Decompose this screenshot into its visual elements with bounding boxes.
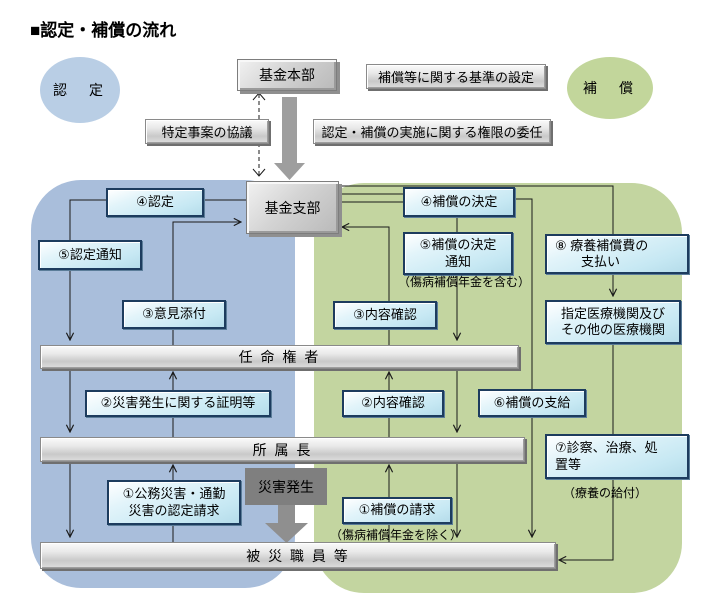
- shitei-iryoukikan-box: 指定医療機関及び その他の医療機関: [545, 300, 681, 344]
- step-naiyou-kakunin3-label: ③内容確認: [333, 301, 437, 329]
- step-nintei-label: ④認定: [106, 188, 204, 217]
- hisai-shokuin-bar: 被 災 職 員 等: [40, 542, 556, 569]
- honbu-to-shibu-thick-arrow: [274, 97, 305, 180]
- step-shinsatsu-label: ⑦診察、治療、処 置等: [545, 434, 689, 479]
- kengen-inin-box: 認定・補償の実施に関する権限の委任: [313, 119, 551, 144]
- step-shinsatsu-line1: ⑦診察、治療、処: [555, 440, 658, 456]
- page-title: ■認定・補償の流れ: [30, 21, 177, 40]
- step-shinsatsu-line2: 置等: [555, 456, 582, 472]
- step-hoshou-shikyuu-label: ⑥補償の支給: [478, 389, 586, 417]
- line-kettei-to-hisai: [511, 198, 532, 537]
- step-kettei-tsuuchi-line2: 通知: [444, 253, 471, 269]
- kikin-honbu-box: 基金本部: [237, 59, 337, 91]
- ninmeikensha-bar: 任 命 権 者: [40, 345, 519, 369]
- saigai-hassei-box: 災害発生: [245, 468, 327, 505]
- nintei-ellipse: 認 定: [40, 57, 120, 123]
- shozokuchou-bar: 所 属 長: [40, 437, 525, 462]
- step-nintei-seikyuu-line2: 災害の認定請求: [128, 502, 220, 518]
- step-kettei-tsuuchi-label: ⑤補償の決定 通知: [403, 232, 513, 275]
- step-hoshou-seikyuu-label: ①補償の請求: [342, 497, 452, 524]
- step-naiyou-kakunin2-label: ②内容確認: [342, 390, 444, 417]
- step-hoshou-kettei-label: ④補償の決定: [403, 187, 515, 217]
- step-iken-tenpu-label: ③意見添付: [122, 300, 226, 329]
- shitei-iryoukikan-line1: 指定医療機関及び: [560, 305, 665, 321]
- shitei-iryoukikan-line2: その他の医療機関: [560, 322, 665, 337]
- kikin-shibu-box: 基金支部: [246, 181, 339, 234]
- tokutei-kyougi-box: 特定事案の協議: [145, 119, 269, 144]
- kijun-settei-box: 補償等に関する基準の設定: [366, 64, 546, 89]
- step-nintei-seikyuu-label: ①公務災害・通勤 災害の認定請求: [107, 480, 241, 525]
- note-ryouyou-kyuufu: （療養の給付）: [563, 486, 648, 500]
- step-nintei-seikyuu-line1: ①公務災害・通勤: [122, 486, 226, 502]
- line-med-to-hisai: [559, 345, 614, 560]
- step-nintei-tsuuchi-label: ⑤認定通知: [38, 240, 142, 270]
- step-saigai-shoumei-label: ②災害発生に関する証明等: [85, 390, 271, 417]
- step-ryouyou-shiharai-line1: ⑧ 療養補償費の: [555, 237, 649, 253]
- note-nenkin-fukumu: （傷病補償年金を含む）: [398, 275, 531, 289]
- note-nenkin-nozoku: （傷病補償年金を除く）: [330, 528, 463, 542]
- step-ryouyou-shiharai-line2: 支払い: [581, 254, 621, 269]
- kyougi-dashed-arrow: [252, 92, 266, 177]
- step-ryouyou-shiharai-label: ⑧ 療養補償費の 支払い: [545, 234, 689, 274]
- hoshou-ellipse: 補 償: [567, 57, 653, 119]
- saigai-thick-arrow: [265, 505, 308, 543]
- step-kettei-tsuuchi-line1: ⑤補償の決定: [419, 237, 497, 253]
